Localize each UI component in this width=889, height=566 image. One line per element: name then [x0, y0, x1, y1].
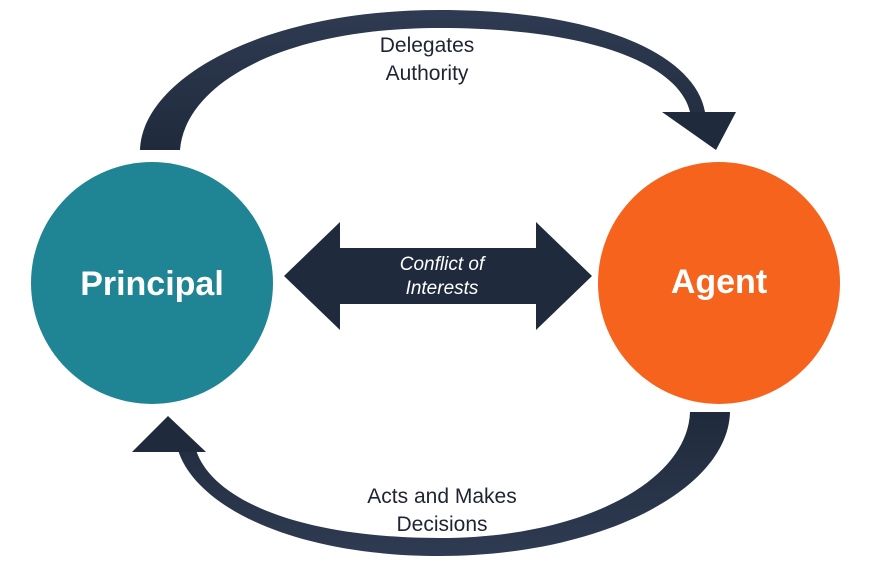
principal-node: Principal — [31, 162, 273, 404]
agent-circle — [598, 162, 840, 404]
top-arc-arrow — [140, 10, 736, 150]
principal-label: Principal — [80, 265, 224, 303]
conflict-double-arrow: Conflict of Interests — [284, 222, 592, 330]
top-arrow-label-line2: Authority — [386, 62, 469, 85]
conflict-label-line1: Conflict of — [400, 254, 486, 275]
top-arrowhead — [662, 112, 736, 150]
top-arrow-label-line1: Delegates — [380, 34, 475, 57]
bottom-arrow-label-line1: Acts and Makes — [367, 485, 516, 508]
conflict-label-line2: Interests — [406, 278, 479, 299]
agent-label: Agent — [671, 263, 767, 301]
bottom-arrow-label-line2: Decisions — [396, 513, 487, 536]
bottom-arc-body — [178, 412, 730, 556]
principal-circle — [31, 162, 273, 404]
agent-node: Agent — [598, 162, 840, 404]
bottom-arc-arrow — [132, 412, 730, 556]
top-arc-body — [140, 10, 705, 150]
bottom-arrowhead — [132, 416, 206, 452]
double-arrow-shape — [284, 222, 592, 330]
